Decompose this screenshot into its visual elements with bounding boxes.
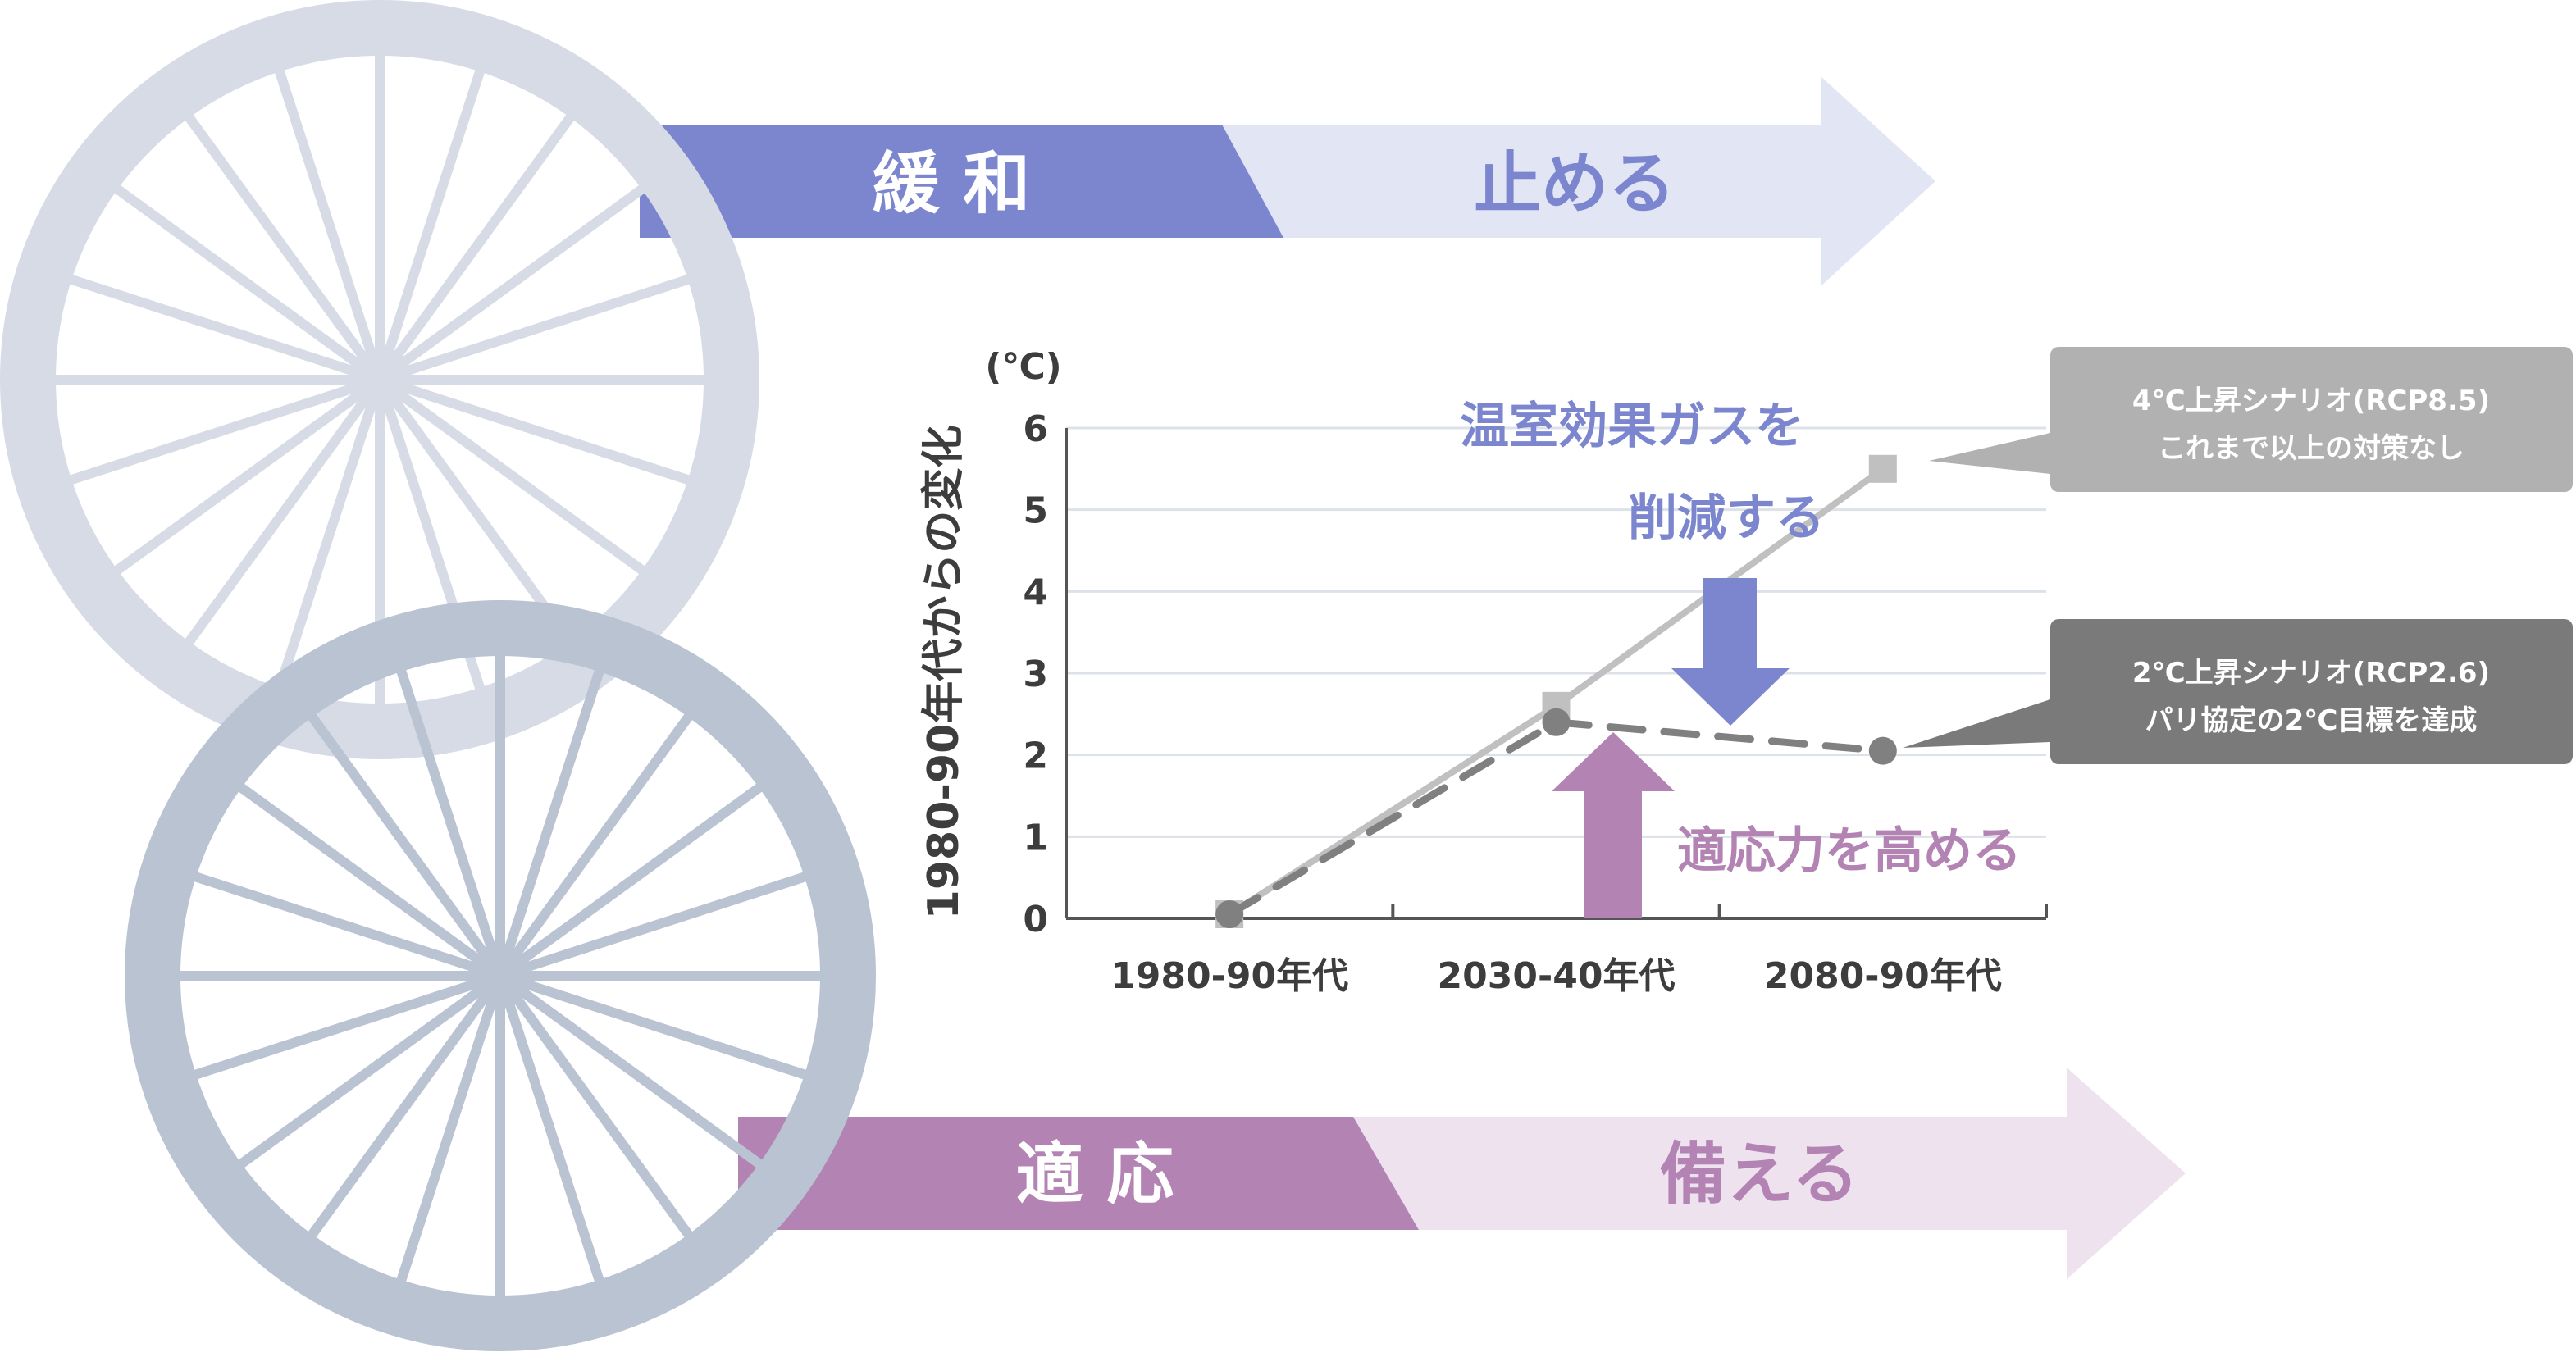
- wagon-wheel-icon: [0, 0, 759, 759]
- wheel-spoke: [495, 974, 605, 1285]
- wheel-spoke: [497, 972, 765, 1170]
- wheel-hub: [471, 946, 530, 1005]
- wheel-spoke: [395, 667, 505, 977]
- bubble-high-pointer: [1929, 433, 2050, 474]
- wheel-spoke: [496, 711, 695, 979]
- x-tick-label: 2080-90年代: [1764, 955, 2002, 997]
- wheel-spoke: [375, 66, 486, 381]
- wheel-spoke: [183, 112, 384, 383]
- y-tick-labels: 0 1 2 3 4 5 6: [1023, 408, 1048, 940]
- x-tick-label: 1980-90年代: [1110, 955, 1348, 997]
- wheel-spoke: [499, 971, 809, 1081]
- wheel-spoke: [496, 972, 695, 1241]
- bubble-low-line1: 2℃上昇シナリオ(RCP2.6): [2132, 657, 2490, 690]
- wheel-spoke: [273, 66, 385, 381]
- wheel-spoke: [376, 183, 648, 384]
- adaptation-action: 備える: [1659, 1136, 1859, 1214]
- wheel-spoke: [376, 112, 577, 383]
- series-line-low: [1225, 718, 1887, 918]
- wheel-spoke: [191, 871, 502, 981]
- wheel-spoke: [306, 711, 504, 979]
- adaptation-label-bg: [738, 1117, 1419, 1230]
- y-tick-label: 6: [1023, 408, 1048, 450]
- wheel-rim: [125, 600, 876, 1351]
- x-tick-labels: 1980-90年代 2030-40年代 2080-90年代: [1110, 955, 2002, 997]
- data-point-circle: [1542, 708, 1571, 736]
- wheel-spoke: [497, 781, 765, 980]
- wheel-hub: [350, 350, 409, 409]
- bubble-low-line2: パリ協定の2℃目標を達成: [2145, 704, 2478, 737]
- mitigation-action: 止める: [1474, 145, 1676, 223]
- adaptation-label: 適 応: [1016, 1136, 1174, 1214]
- y-tick-label: 5: [1023, 490, 1048, 532]
- wheel-spoke: [376, 376, 577, 648]
- bubble-low-box: [2050, 619, 2573, 764]
- wheel-rim: [0, 0, 759, 759]
- y-tick-label: 4: [1023, 571, 1048, 613]
- wheel-spoke: [273, 378, 385, 693]
- y-tick-label: 1: [1023, 817, 1048, 858]
- wheel-spoke: [235, 781, 504, 980]
- wheel-spoke: [499, 871, 809, 981]
- adapt-callout: 適応力を高める: [1677, 822, 2022, 880]
- wheel-spoke: [191, 971, 502, 1081]
- bubble-high-line2: これまで以上の対策なし: [2158, 432, 2464, 465]
- x-tick-label: 2030-40年代: [1438, 955, 1676, 997]
- bubble-high-box: [2050, 347, 2573, 492]
- data-point-circle: [1868, 736, 1897, 765]
- reduce-callout-line1: 温室効果ガスを: [1460, 398, 1804, 455]
- y-tick-label: 2: [1023, 735, 1048, 777]
- arrow-up-icon: [1552, 732, 1675, 918]
- mitigation-label-bg: [640, 125, 1283, 238]
- wheel-spoke: [378, 375, 693, 486]
- scenario-bubble-low: 2℃上昇シナリオ(RCP2.6) パリ協定の2℃目標を達成: [1903, 619, 2573, 764]
- wheel-spoke: [378, 273, 693, 385]
- wheel-spoke: [112, 183, 383, 384]
- wheel-spoke: [376, 376, 648, 576]
- scenario-bubble-high: 4℃上昇シナリオ(RCP8.5) これまで以上の対策なし: [1929, 347, 2573, 492]
- arrow-down-icon: [1671, 578, 1790, 726]
- wheel-spoke: [66, 375, 381, 486]
- bubble-high-line1: 4℃上昇シナリオ(RCP8.5): [2132, 385, 2490, 417]
- wheel-spoke: [495, 667, 605, 977]
- chart-series: [1215, 454, 1897, 929]
- wheel-spoke: [235, 972, 504, 1170]
- y-tick-label: 3: [1023, 653, 1048, 695]
- bubble-low-pointer: [1903, 699, 2050, 748]
- reduce-callout-line2: 削減する: [1628, 490, 1825, 547]
- mitigation-label: 緩 和: [873, 145, 1031, 223]
- wheel-spoke: [395, 974, 505, 1285]
- wheel-spoke: [183, 376, 384, 648]
- y-tick-label: 0: [1023, 899, 1048, 940]
- y-axis-label: 1980-90年代からの変化: [919, 426, 969, 920]
- wheel-spoke: [112, 376, 383, 576]
- wagon-wheel-icon: [125, 600, 876, 1351]
- data-point-circle: [1215, 900, 1244, 929]
- data-point-square: [1868, 454, 1897, 483]
- wheel-spoke: [306, 972, 504, 1241]
- y-axis-unit: (℃): [985, 346, 1062, 388]
- wheel-spoke: [66, 273, 381, 385]
- mitigation-banner: 緩 和 止める: [640, 76, 1935, 286]
- adaptation-banner: 適 応 備える: [738, 1068, 2186, 1279]
